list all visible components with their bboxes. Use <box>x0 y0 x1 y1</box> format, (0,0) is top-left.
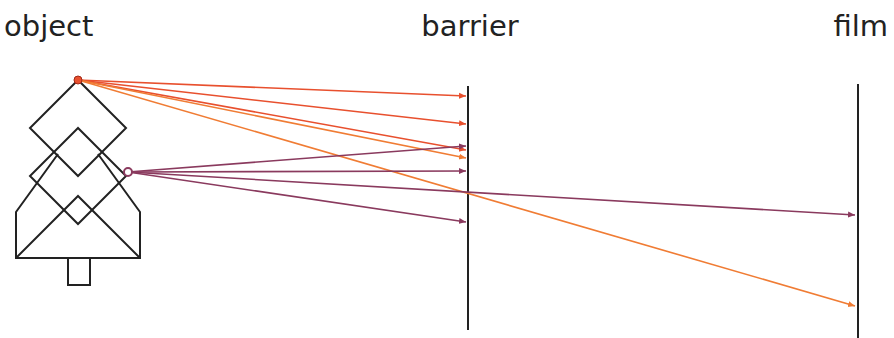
source-point <box>74 76 82 84</box>
part-label: object <box>4 12 93 41</box>
barrier-line <box>467 86 469 330</box>
source-point <box>124 168 132 176</box>
tree-object <box>16 80 140 285</box>
part-label: barrier <box>421 12 518 41</box>
light-rays <box>78 80 855 306</box>
part-label: film <box>833 12 888 41</box>
film-line <box>857 84 859 338</box>
